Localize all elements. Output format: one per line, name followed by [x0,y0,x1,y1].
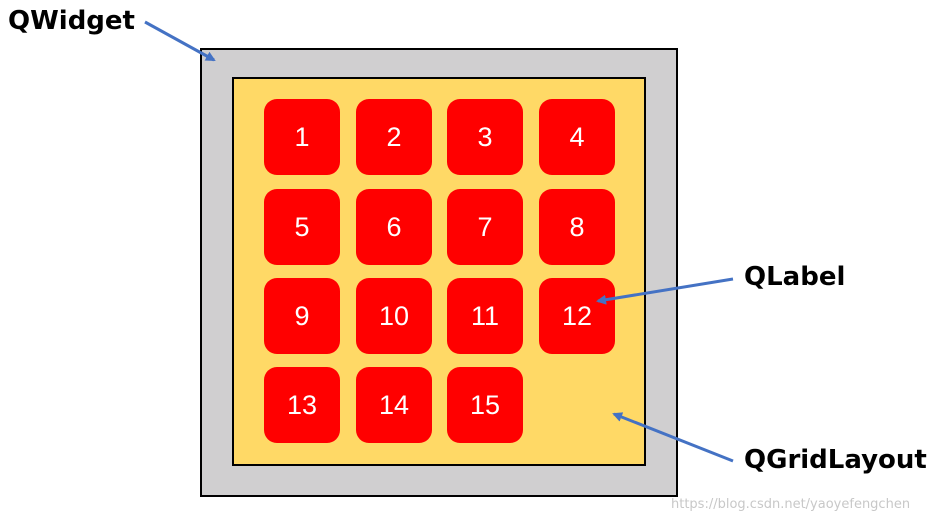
qlabel-cell-5: 5 [264,189,340,265]
qwidget-label: QWidget [8,6,135,36]
qwidget-arrow [144,20,216,62]
qlabel-cell-13: 13 [264,367,340,443]
qlabel-cell-14: 14 [356,367,432,443]
qlabel-label: QLabel [744,262,846,292]
qlabel-cell-1: 1 [264,99,340,175]
qlabel-cell-10: 10 [356,278,432,354]
qlabel-cell-8: 8 [539,189,615,265]
qlabel-cell-11: 11 [447,278,523,354]
qlabel-cell-15: 15 [447,367,523,443]
qlabel-cell-3: 3 [447,99,523,175]
qlabel-cell-12: 12 [539,278,615,354]
qlabel-cell-4: 4 [539,99,615,175]
qgridlayout-label: QGridLayout [744,445,927,475]
qlabel-arrow [596,277,734,305]
qlabel-cell-6: 6 [356,189,432,265]
qlabel-cell-9: 9 [264,278,340,354]
qlabel-cell-7: 7 [447,189,523,265]
qlabel-cell-2: 2 [356,99,432,175]
watermark: https://blog.csdn.net/yaoyefengchen [671,497,911,512]
qgridlayout-arrow [612,412,734,463]
